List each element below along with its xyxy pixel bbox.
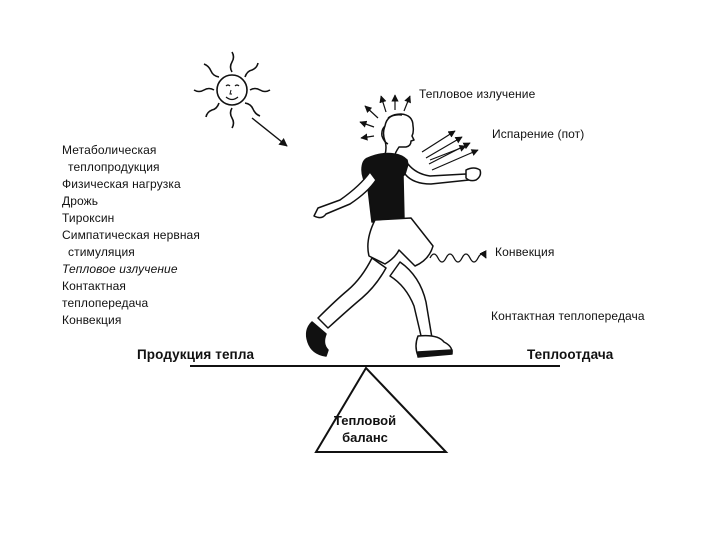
convection-wave xyxy=(429,249,487,263)
fulcrum-label-line1: Тепловой xyxy=(333,413,397,428)
list-item: теплопередача xyxy=(62,296,149,310)
sun-icon xyxy=(193,51,271,129)
list-item: Тепловое излучение xyxy=(62,262,178,276)
list-item: Метаболическая xyxy=(62,143,157,157)
fulcrum-triangle xyxy=(314,366,449,453)
list-item: Тироксин xyxy=(62,211,115,225)
fulcrum-label: Тепловой баланс xyxy=(322,412,408,446)
list-item: стимуляция xyxy=(68,245,135,259)
list-item: Конвекция xyxy=(62,313,122,327)
runner-figure xyxy=(305,113,482,358)
heat-loss-label: Теплоотдача xyxy=(527,347,614,362)
contact-label: Контактная теплопередача xyxy=(491,309,645,323)
list-item: теплопродукция xyxy=(68,160,160,174)
list-item: Симпатическая нервная xyxy=(62,228,200,242)
convection-label: Конвекция xyxy=(495,245,555,259)
radiation-label: Тепловое излучение xyxy=(419,87,536,101)
evaporation-arrows xyxy=(421,130,479,171)
list-item: Дрожь xyxy=(62,194,99,208)
fulcrum-label-line2: баланс xyxy=(342,430,388,445)
list-item: Контактная xyxy=(62,279,127,293)
heat-production-label: Продукция тепла xyxy=(137,347,255,362)
radiation-arrows xyxy=(359,94,411,141)
evaporation-label: Испарение (пот) xyxy=(492,127,585,141)
left-list: Метаболическая теплопродукция Физическая… xyxy=(62,142,200,329)
list-item: Физическая нагрузка xyxy=(62,177,181,191)
sun-ray-arrow xyxy=(251,117,288,147)
